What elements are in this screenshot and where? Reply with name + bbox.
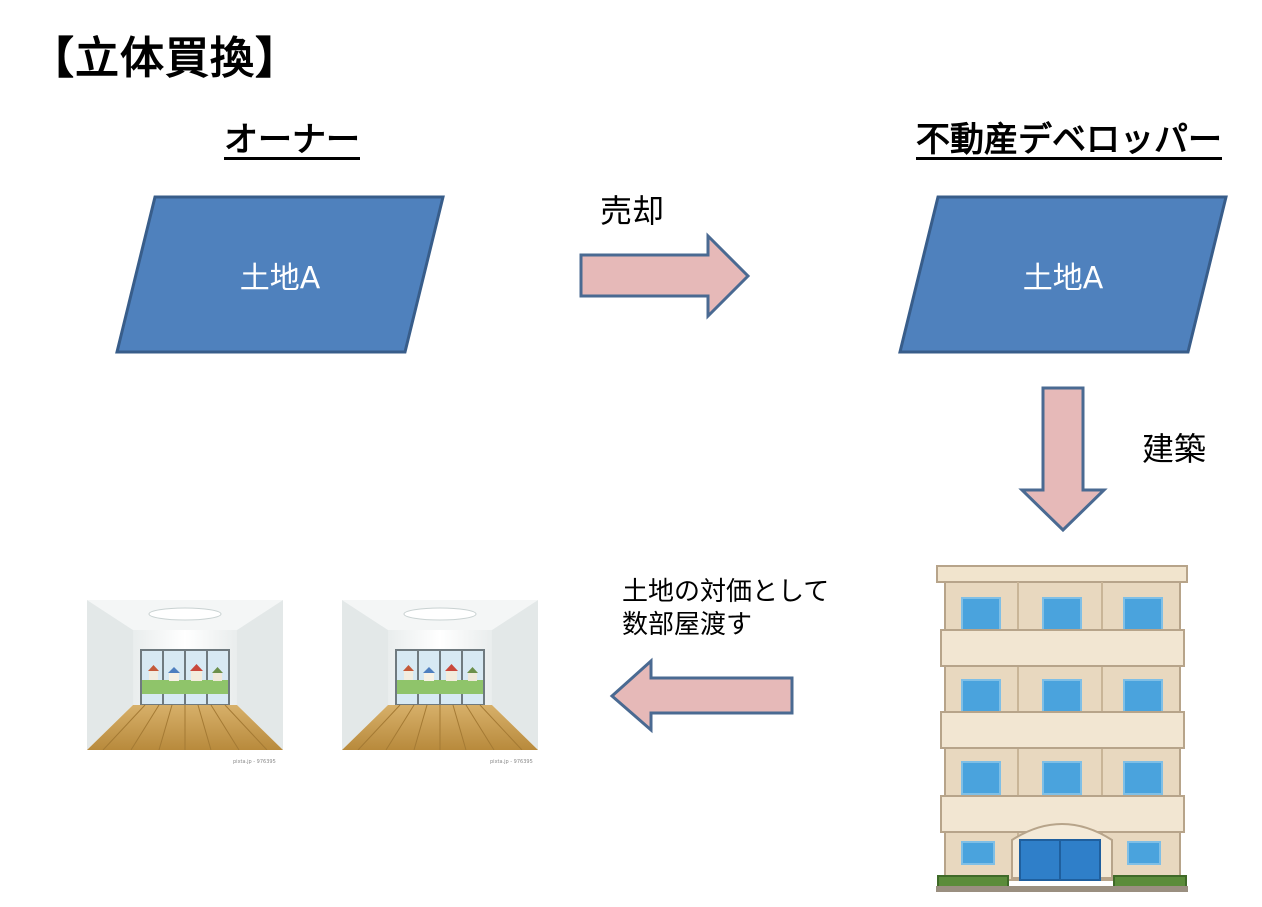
owner-land-parallelogram [115,195,445,354]
room-image-2 [341,599,539,759]
exchange-label-line2: 数部屋渡す [622,610,753,640]
developer-heading: 不動産デベロッパー [916,120,1222,160]
developer-land-label: 土地A [1023,261,1104,296]
exchange-arrow [609,657,794,734]
exchange-label-line1: 土地の対価として [622,577,830,607]
room-image-1 [86,599,284,759]
owner-land-label: 土地A [240,261,321,296]
developer-land-parallelogram [898,195,1228,354]
build-label: 建築 [1142,430,1207,468]
sell-arrow [579,232,751,320]
apartment-building-illustration [936,565,1188,892]
page-title: 【立体買換】 [30,33,300,84]
owner-heading: オーナー [224,120,360,160]
room-image-1-credit: pixta.jp - 976395 [233,759,276,765]
build-arrow [1018,386,1108,533]
sell-label: 売却 [600,192,665,230]
exchange-label: 土地の対価として 数部屋渡す [622,576,829,642]
room-image-2-credit: pixta.jp - 976395 [490,759,533,765]
